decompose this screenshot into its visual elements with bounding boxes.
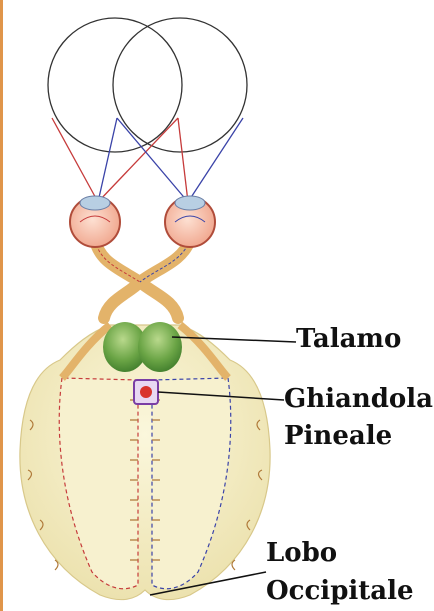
right-eye	[165, 196, 215, 247]
left-eye	[70, 196, 120, 247]
right-field-projection-lines	[98, 118, 243, 202]
label-occipitale: Occipitale	[266, 576, 414, 606]
optic-nerves	[95, 240, 190, 318]
brain-hemispheres	[20, 325, 270, 600]
pineal-gland	[134, 380, 158, 404]
left-visual-field-circle	[48, 18, 182, 152]
label-lobo: Lobo	[266, 538, 337, 568]
label-ghiandola: Ghiandola	[284, 384, 433, 414]
left-field-projection-lines	[52, 118, 188, 202]
label-talamo: Talamo	[296, 324, 401, 354]
label-pineale: Pineale	[284, 421, 392, 451]
